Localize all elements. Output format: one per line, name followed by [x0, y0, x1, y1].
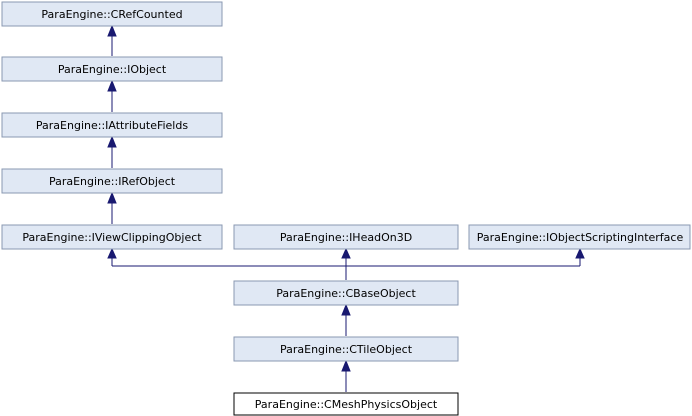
node-iheadon3d-label: ParaEngine::IHeadOn3D — [280, 231, 412, 244]
edge-cbaseobject-trunk — [112, 265, 580, 280]
node-irefobject[interactable]: ParaEngine::IRefObject — [1, 168, 223, 194]
arrowhead-crefcounted — [107, 24, 117, 37]
node-iattributefields[interactable]: ParaEngine::IAttributeFields — [1, 112, 223, 138]
arrowhead-iviewclipping — [107, 247, 117, 259]
node-crefcounted[interactable]: ParaEngine::CRefCounted — [1, 1, 223, 27]
node-iobject[interactable]: ParaEngine::IObject — [1, 56, 223, 82]
node-irefobject-label: ParaEngine::IRefObject — [49, 175, 176, 188]
arrowhead-iattributefields — [107, 135, 117, 148]
node-iobjectscriptinginterface[interactable]: ParaEngine::IObjectScriptingInterface — [468, 224, 691, 250]
node-crefcounted-label: ParaEngine::CRefCounted — [41, 8, 182, 21]
node-iobject-label: ParaEngine::IObject — [58, 63, 167, 76]
node-iheadon3d[interactable]: ParaEngine::IHeadOn3D — [233, 224, 459, 250]
node-cmeshphysicsobject: ParaEngine::CMeshPhysicsObject — [233, 392, 459, 416]
node-cmeshphysicsobject-label: ParaEngine::CMeshPhysicsObject — [255, 398, 438, 411]
arrowhead-iheadon3d — [341, 247, 351, 259]
node-ctileobject[interactable]: ParaEngine::CTileObject — [233, 336, 459, 362]
node-iattributefields-label: ParaEngine::IAttributeFields — [36, 119, 188, 132]
node-iviewclippingobject[interactable]: ParaEngine::IViewClippingObject — [1, 224, 223, 250]
arrowhead-iobject — [107, 79, 117, 92]
arrowhead-cbaseobject — [341, 303, 351, 316]
arrowhead-ctileobject — [341, 359, 351, 372]
node-cbaseobject[interactable]: ParaEngine::CBaseObject — [233, 280, 459, 306]
node-iobjectscriptinginterface-label: ParaEngine::IObjectScriptingInterface — [477, 231, 684, 244]
arrowhead-irefobject — [107, 191, 117, 204]
arrowhead-iobjectscripting — [575, 247, 585, 259]
node-iviewclippingobject-label: ParaEngine::IViewClippingObject — [22, 231, 202, 244]
node-cbaseobject-label: ParaEngine::CBaseObject — [276, 287, 416, 300]
node-ctileobject-label: ParaEngine::CTileObject — [280, 343, 413, 356]
edges — [107, 24, 585, 392]
